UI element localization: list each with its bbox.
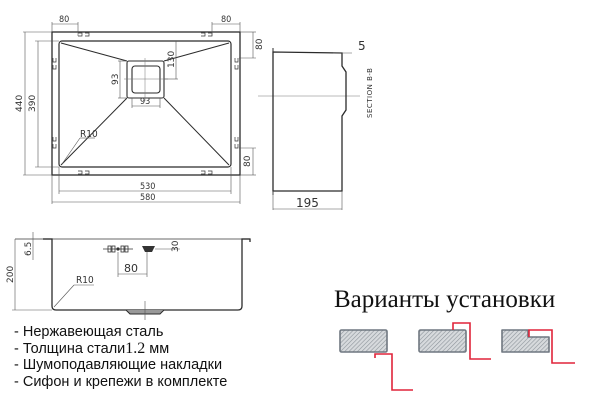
spec-unit: мм xyxy=(145,340,170,357)
bowl-slope-lines xyxy=(60,42,230,166)
dim-inner-width: 530 xyxy=(140,182,155,192)
dim-inner-height: 390 xyxy=(28,95,38,112)
drain-inner xyxy=(131,65,161,94)
outer-rim xyxy=(51,31,241,176)
spec-item: - Сифон и крепежи в комплекте xyxy=(14,374,227,391)
dim-drain-height: 93 xyxy=(111,74,121,85)
spec-text: - Сифон и крепежи в комплекте xyxy=(14,373,228,390)
dim-side-corner-radius: R10 xyxy=(76,275,94,286)
spec-item: - Нержавеющая сталь xyxy=(14,324,227,341)
dim-overflow-spacing: 80 xyxy=(124,262,138,275)
spec-text: - Нержавеющая сталь xyxy=(14,324,164,340)
dim-right-flange: 80 xyxy=(221,15,231,25)
dim-outer-width: 580 xyxy=(140,193,155,203)
dim-top-right: 80 xyxy=(255,38,265,50)
section-label: SECTION B-B xyxy=(366,68,374,118)
dim-corner-radius: R10 xyxy=(80,129,98,140)
install-option-overmount xyxy=(418,322,491,360)
section-profile xyxy=(272,51,347,192)
install-option-flush xyxy=(501,329,575,364)
installation-options xyxy=(339,322,575,391)
overflow-holes xyxy=(103,245,133,253)
top-view: 80 80 80 80 440 390 93 93 130 R10 530 58… xyxy=(15,15,265,204)
spec-text: - Толщина стали xyxy=(14,340,126,357)
spec-item: - Шумоподавляющие накладки xyxy=(14,357,227,374)
spec-text: - Шумоподавляющие накладки xyxy=(14,357,223,373)
dim-outer-height: 440 xyxy=(15,95,25,112)
spec-item: - Толщина стали1.2 мм xyxy=(14,339,227,358)
installation-title: Варианты установки xyxy=(334,286,556,313)
inner-bowl xyxy=(58,40,232,168)
dim-section-depth: 195 xyxy=(296,196,319,210)
dim-bottom-right: 80 xyxy=(243,155,253,167)
side-view: 80 30 6.5 200 R10 xyxy=(6,232,251,320)
side-profile xyxy=(43,238,251,311)
dim-overflow-height: 30 xyxy=(171,240,181,252)
dim-total-height: 200 xyxy=(6,266,16,283)
dim-drain-offset: 130 xyxy=(167,51,177,68)
dim-drain-width: 93 xyxy=(140,97,150,107)
section-view: 5 SECTION B-B 195 xyxy=(258,39,374,210)
dim-left-flange: 80 xyxy=(59,15,69,25)
mounting-clip-marks xyxy=(52,32,239,175)
install-option-undermount xyxy=(339,329,413,391)
drain-outer xyxy=(126,60,165,99)
spec-list: - Нержавеющая сталь - Толщина стали1.2 м… xyxy=(14,324,227,390)
dim-section-flange: 5 xyxy=(358,39,366,53)
overflow-drain xyxy=(142,246,155,252)
spec-number: 1.2 xyxy=(125,339,146,357)
dim-flange-thickness: 6.5 xyxy=(24,242,34,256)
